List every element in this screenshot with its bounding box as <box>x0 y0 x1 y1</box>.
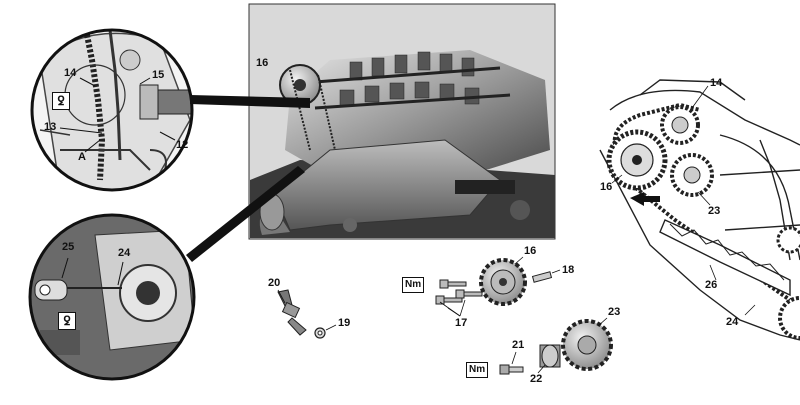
callout-26: 26 <box>705 279 718 291</box>
timing-chain-schematic <box>599 79 800 341</box>
callout-22: 22 <box>530 373 543 385</box>
leader-24 <box>744 304 756 316</box>
rotation-arrow <box>630 192 660 206</box>
part-23-sprocket <box>561 317 613 371</box>
callout-25-bottom: 25 <box>62 241 75 253</box>
callout-13-detail: 13 <box>44 121 57 133</box>
special-tool-icon: ꝿ <box>52 92 70 110</box>
callout-14-detail: 14 <box>64 67 77 79</box>
part-17-bolts <box>435 279 483 317</box>
part-19-washer <box>314 324 337 339</box>
callout-15-detail: 15 <box>152 69 165 81</box>
callout-24-bottom: 24 <box>118 247 131 259</box>
callout-14-right: 14 <box>710 77 723 89</box>
callout-17: 17 <box>455 317 468 329</box>
part-18-pin <box>531 269 561 283</box>
callout-16-photo: 16 <box>256 57 269 69</box>
part-16-sprocket <box>479 256 527 306</box>
callout-24-right: 24 <box>726 316 739 328</box>
callout-20: 20 <box>268 277 281 289</box>
schematic-sprocket-23 <box>670 153 714 206</box>
torque-badge-upper: Nm <box>402 277 425 293</box>
callout-16-right: 16 <box>600 181 613 193</box>
leader-26 <box>709 264 717 281</box>
detail-view-bottom <box>28 213 196 381</box>
callout-16-parts: 16 <box>524 245 537 257</box>
callout-23-right: 23 <box>708 205 721 217</box>
callout-A-detail: A <box>78 151 86 163</box>
connector-top <box>190 95 310 108</box>
part-22-hub <box>537 344 561 374</box>
special-tool-icon: ꝿ <box>58 312 76 330</box>
callout-19: 19 <box>338 317 351 329</box>
torque-badge-lower: Nm <box>466 362 489 378</box>
part-21-bolt <box>499 351 524 375</box>
callout-23-parts: 23 <box>608 306 621 318</box>
callout-21: 21 <box>512 339 525 351</box>
schematic-sprocket-16 <box>606 129 668 191</box>
callout-12-detail: 12 <box>176 139 189 151</box>
schematic-sprocket-14 <box>660 85 709 145</box>
part-20-sensor <box>277 289 307 336</box>
callout-18: 18 <box>562 264 575 276</box>
connector-bottom <box>186 166 305 262</box>
engine-photo <box>248 3 556 240</box>
schematic-lower-sprocket <box>776 226 800 340</box>
